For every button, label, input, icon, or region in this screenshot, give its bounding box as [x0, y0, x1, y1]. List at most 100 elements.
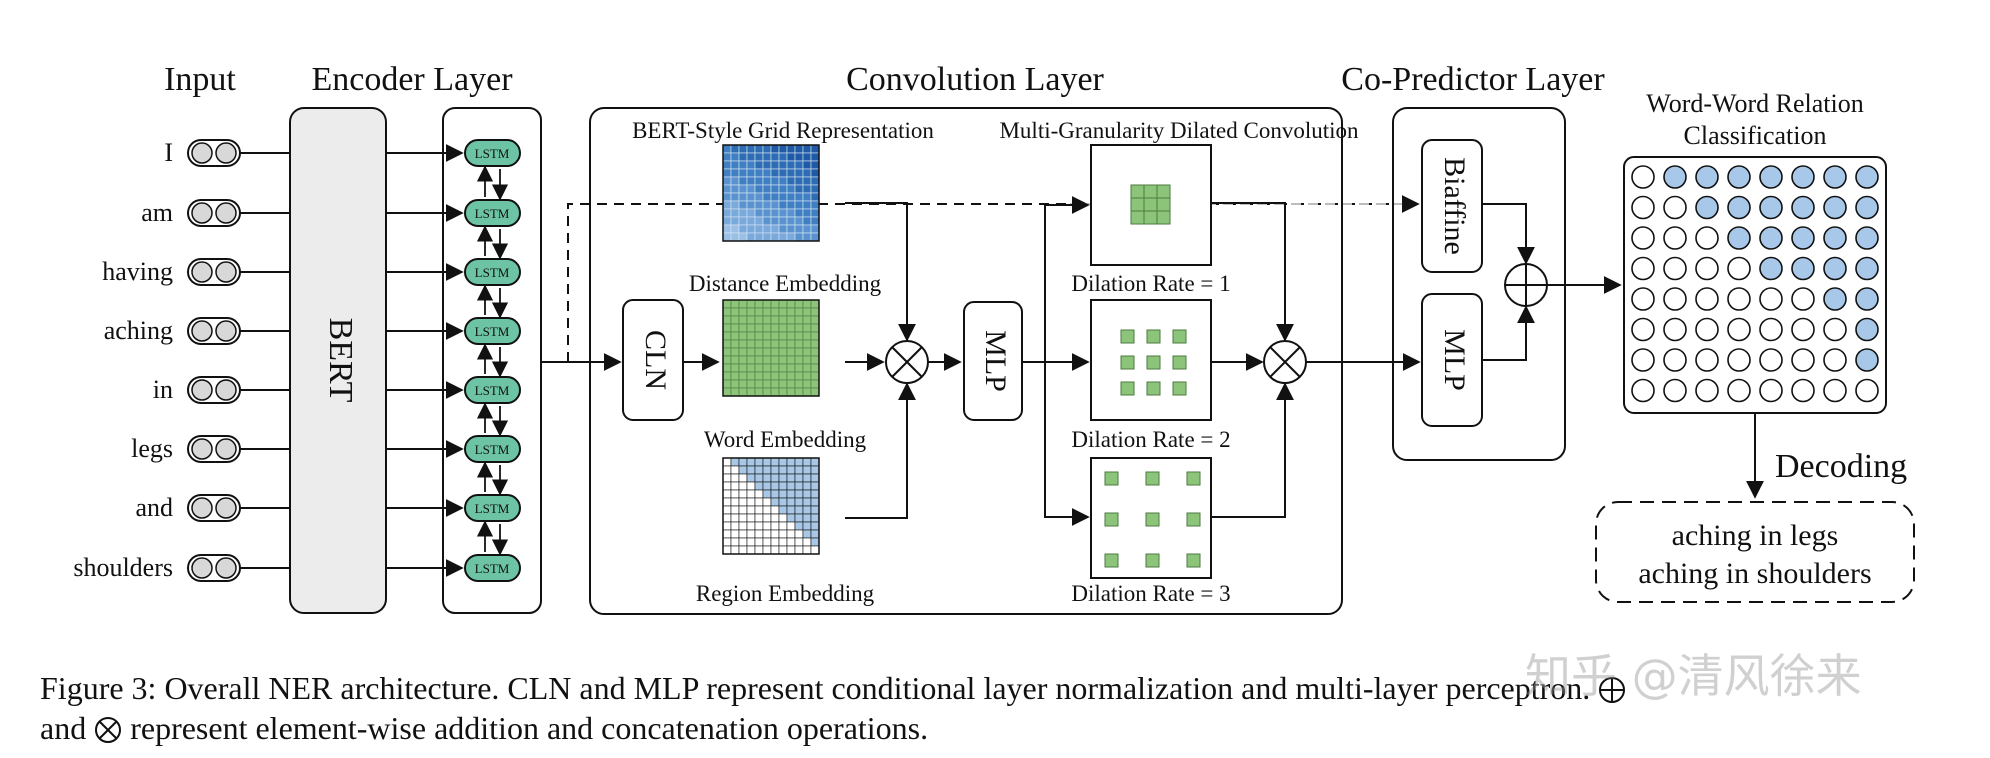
- grid-cell: [786, 144, 796, 154]
- relation-cell: [1663, 256, 1687, 281]
- grid-cell: [778, 505, 788, 515]
- grid-cell: [786, 184, 796, 194]
- lstm-cell: LSTM: [464, 376, 521, 404]
- grid-cell: [730, 505, 740, 515]
- grid-cell: [786, 299, 796, 309]
- grid-cell: [778, 521, 788, 531]
- grid-cell: [778, 513, 788, 523]
- grid-cell: [794, 144, 804, 154]
- grid-cell: [762, 387, 772, 397]
- grid-cell: [762, 160, 772, 170]
- relation-cell: [1631, 287, 1655, 311]
- grid-cell: [786, 216, 796, 226]
- relation-cell: [1727, 378, 1751, 403]
- grid-cell: [770, 323, 780, 333]
- grid-cell: [786, 315, 796, 325]
- grid-cell: [738, 208, 748, 218]
- grid-cell: [794, 537, 804, 547]
- lstm-cell: LSTM: [464, 494, 521, 522]
- grid-cell: [722, 371, 732, 381]
- grid-cell: [802, 371, 812, 381]
- grid-cell: [754, 184, 764, 194]
- relation-cell: [1663, 287, 1687, 311]
- grid-cell: [794, 307, 804, 317]
- grid-cell: [738, 176, 748, 186]
- lstm-cell: LSTM: [464, 199, 521, 227]
- grid-cell: [738, 545, 748, 555]
- grid-cell: [770, 347, 780, 357]
- grid-cell: [722, 537, 732, 547]
- grid-cell: [722, 323, 732, 333]
- grid-cell: [810, 513, 820, 523]
- addition-symbol-icon: [1599, 677, 1626, 703]
- grid-cell: [810, 347, 820, 357]
- grid-cell: [802, 339, 812, 349]
- grid-cell: [762, 521, 772, 531]
- grid-cell: [738, 537, 748, 547]
- grid-cell: [722, 465, 732, 475]
- grid-cell: [786, 473, 796, 483]
- grid-cell: [802, 152, 812, 162]
- grid-cell: [762, 529, 772, 539]
- grid-cell: [810, 521, 820, 531]
- grid-cell: [786, 200, 796, 210]
- grid-cell: [738, 323, 748, 333]
- region-embedding-grid: [722, 457, 820, 555]
- grid-cell: [746, 339, 756, 349]
- relation-cell: [1759, 165, 1783, 189]
- grid-cell: [778, 339, 788, 349]
- grid-cell: [762, 379, 772, 389]
- grid-cell: [810, 299, 820, 309]
- grid-cell: [738, 529, 748, 539]
- grid-cell: [794, 505, 804, 515]
- grid-cell: [786, 208, 796, 218]
- classification-grid-box: [1623, 156, 1887, 414]
- grid-cell: [794, 216, 804, 226]
- grid-cell: [730, 299, 740, 309]
- grid-cell: [738, 315, 748, 325]
- relation-cell: [1759, 195, 1783, 220]
- kernel-cell: [1145, 512, 1160, 527]
- grid-cell: [802, 160, 812, 170]
- grid-cell: [810, 465, 820, 475]
- grid-cell: [810, 224, 820, 234]
- grid-cell: [738, 224, 748, 234]
- input-word: in: [153, 375, 173, 404]
- grid-cell: [778, 387, 788, 397]
- kernel-cell: [1104, 512, 1119, 527]
- grid-cell: [746, 473, 756, 483]
- relation-cell: [1823, 226, 1847, 250]
- grid-cell: [746, 152, 756, 162]
- grid-cell: [738, 457, 748, 467]
- grid-cell: [746, 144, 756, 154]
- grid-cell: [738, 232, 748, 242]
- grid-cell: [770, 168, 780, 178]
- relation-cell: [1663, 317, 1687, 342]
- relation-cell: [1695, 226, 1719, 250]
- grid-cell: [770, 232, 780, 242]
- relation-cell: [1663, 378, 1687, 403]
- grid-cell: [730, 216, 740, 226]
- relation-cell: [1791, 195, 1815, 220]
- grid-cell: [810, 545, 820, 555]
- relation-cell: [1695, 378, 1719, 403]
- grid-cell: [778, 355, 788, 365]
- lstm-label: LSTM: [475, 265, 510, 280]
- grid-cell: [786, 497, 796, 507]
- relation-cell: [1855, 226, 1879, 250]
- input-word: aching: [104, 316, 173, 345]
- relation-cell: [1759, 378, 1783, 403]
- input-word: shoulders: [73, 553, 173, 582]
- grid-cell: [810, 529, 820, 539]
- grid-cell: [754, 545, 764, 555]
- caption-line-2: and represent element-wise addition and …: [40, 708, 1970, 748]
- grid-cell: [794, 379, 804, 389]
- relation-cell: [1695, 195, 1719, 220]
- grid-cell: [802, 168, 812, 178]
- grid-cell: [794, 355, 804, 365]
- grid-cell: [722, 505, 732, 515]
- grid-cell: [762, 363, 772, 373]
- grid-cell: [754, 489, 764, 499]
- relation-cell: [1727, 195, 1751, 220]
- grid-cell: [722, 363, 732, 373]
